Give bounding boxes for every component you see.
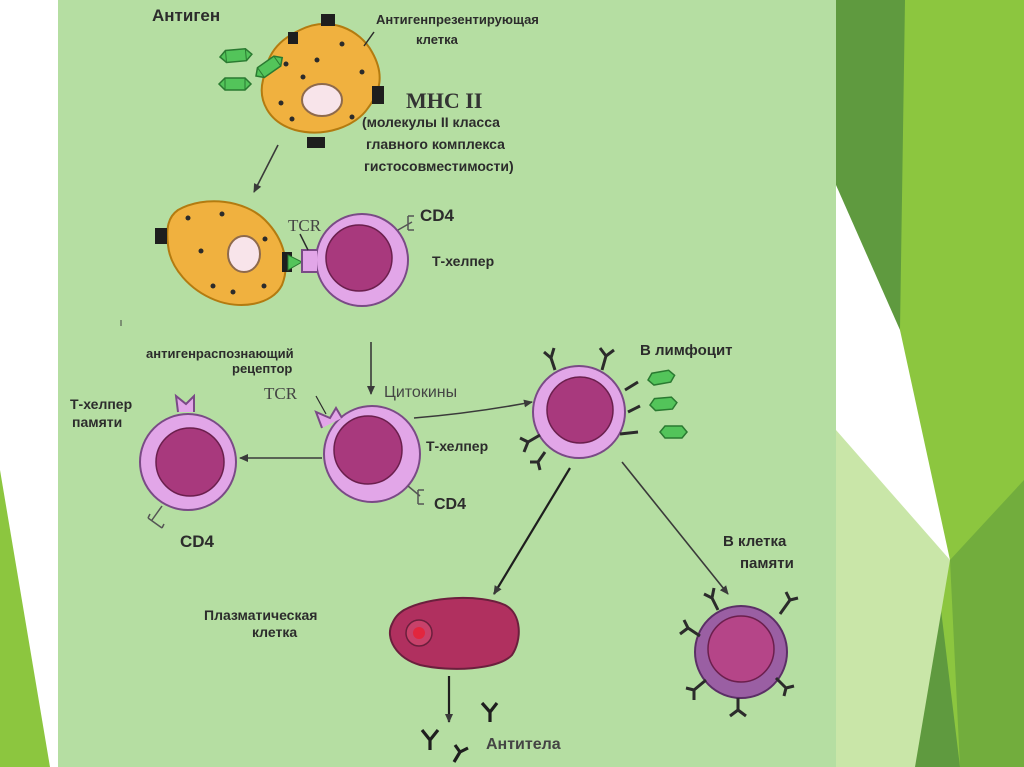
antibody	[452, 744, 469, 763]
cd4-receptor	[407, 485, 424, 505]
mhc-ii-molecule	[288, 32, 298, 44]
b-memory-cell-label-line2: памяти	[740, 555, 794, 572]
mhc-ii-molecule	[372, 86, 384, 104]
arrow-to-b-memory-cell	[621, 461, 729, 595]
t-helper-label-top: Т-хелпер	[432, 253, 495, 269]
receptor-label-line1: антигенраспознающий	[146, 346, 294, 361]
tcr-label-top: TCR	[288, 216, 322, 235]
plasma-cell-label-line2: клетка	[252, 624, 298, 640]
t-helper-cell-activated	[314, 405, 424, 505]
cd4-label-top: CD4	[420, 206, 455, 225]
tcr-label-mid: TCR	[264, 384, 298, 403]
apc-label-line1: Антигенпрезентирующая	[376, 12, 539, 27]
b-cell-receptors	[679, 587, 799, 718]
receptor-label-line2: рецептор	[232, 361, 293, 376]
tcr-receptor	[301, 249, 317, 273]
antigen-molecule	[218, 47, 253, 64]
receptor-pointer-line	[315, 395, 327, 415]
mhc-description-line3: гистосовместимости)	[364, 158, 514, 174]
t-helper-memory-label-line1: Т-хелпер	[70, 396, 133, 412]
mhc-description-line2: главного комплекса	[366, 136, 505, 152]
mhc-ii-molecule	[282, 252, 292, 272]
cd4-receptor	[397, 215, 414, 231]
mhc-label: МНС II	[406, 88, 483, 113]
arrow-to-plasma-cell	[493, 467, 571, 595]
plasma-cell-label-line1: Плазматическая	[204, 607, 318, 623]
presented-antigen	[287, 254, 304, 271]
antibody	[480, 701, 499, 722]
antigen-presenting-cell	[260, 14, 384, 148]
cd4-label-left: CD4	[180, 532, 215, 551]
tcr-receptor	[174, 393, 195, 413]
t-helper-label-mid: Т-хелпер	[426, 438, 489, 454]
slide-decoration-right-pale	[836, 430, 950, 767]
b-lymphocyte-label: В лимфоцит	[640, 342, 733, 359]
plasma-cell	[389, 596, 520, 670]
arrow-cytokines-to-b-lymphocyte	[413, 399, 533, 419]
t-helper-memory-cell	[139, 393, 237, 529]
bound-antigen	[659, 425, 688, 439]
cd4-label-mid: CD4	[434, 496, 467, 513]
antigen-molecule	[255, 55, 284, 79]
bound-antigen	[647, 369, 676, 386]
arrow-apc-to-presentation	[253, 144, 279, 193]
antibody	[420, 729, 440, 750]
apc-label-line2: клетка	[416, 32, 458, 47]
tcr-receptor	[314, 406, 343, 429]
cytokines-label: Цитокины	[384, 384, 458, 401]
b-lymphocyte-cell	[519, 347, 688, 471]
t-helper-cell	[301, 213, 414, 307]
apc-pointer-line	[363, 31, 375, 47]
antibodies-label: Антитела	[486, 736, 561, 753]
cd4-receptor	[147, 505, 165, 529]
bound-antigen	[649, 396, 678, 412]
mhc-ii-molecule	[307, 137, 325, 148]
mhc-description-line1: (молекулы II класса	[362, 114, 500, 130]
b-memory-cell-label-line1: В клетка	[723, 533, 787, 550]
antigen-presenting-cell-presenting	[155, 200, 304, 306]
tcr-pointer-line	[299, 233, 309, 251]
slide-decoration-left	[0, 470, 50, 767]
b-memory-cell	[679, 587, 799, 718]
antigen-molecule	[217, 77, 253, 91]
b-cell-receptors	[519, 347, 641, 471]
antibody-molecules	[420, 701, 499, 763]
antigen-label: Антиген	[152, 6, 221, 25]
slide-decoration-right-mid	[950, 480, 1024, 767]
mhc-ii-molecule	[321, 14, 335, 26]
mhc-ii-molecule	[155, 228, 167, 244]
t-helper-memory-label-line2: памяти	[72, 414, 123, 430]
